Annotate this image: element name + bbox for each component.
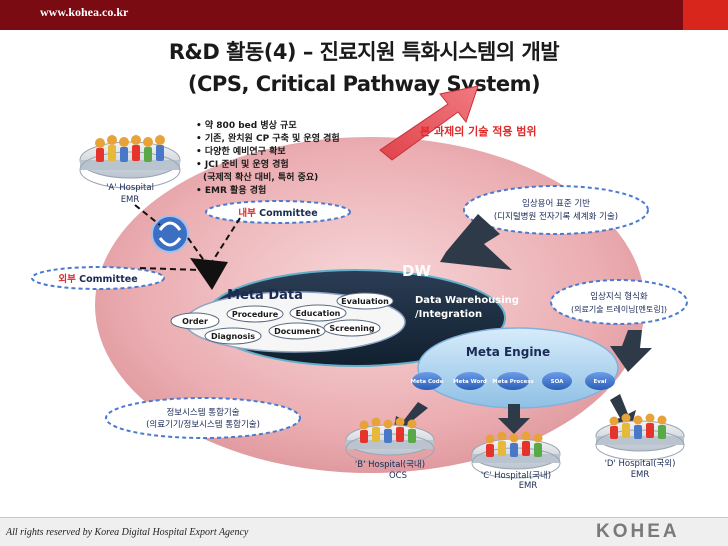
- dw-title: DW: [402, 262, 431, 280]
- meta-item-order: Order: [182, 317, 208, 326]
- dw-line1: Data Warehousing: [415, 295, 519, 306]
- standard-box: 임상용어 표준 기반 (디지털병원 전자기록 세계화 기술): [463, 185, 649, 235]
- header-bar: www.kohea.co.kr: [0, 0, 728, 30]
- footer: All rights reserved by Korea Digital Hos…: [0, 517, 728, 546]
- merge-arrow-head: [190, 258, 228, 290]
- hospital-c-name: 'C' Hospital(국내): [481, 471, 551, 481]
- hospital-b[interactable]: 'B' Hospital(국내) OCS: [345, 417, 435, 482]
- engine-item-meta-word: Meta Word: [453, 379, 487, 385]
- standard-arrow: [440, 214, 512, 270]
- dw-line2: /Integration: [415, 309, 482, 320]
- features-list: • 약 800 bed 병상 규모 • 기존, 완치원 CP 구축 및 운영 경…: [196, 119, 340, 196]
- clinical-line2: (의료기술 트레이닝[멘토링]): [571, 304, 667, 314]
- people-icon: [485, 431, 543, 457]
- meta-data: Meta Data Evaluation Procedure Education…: [170, 288, 406, 353]
- hospital-c-sys: EMR: [519, 481, 538, 491]
- feature-item: • 다양한 예비연구 확보: [196, 145, 286, 157]
- internal-prefix: 내부: [238, 207, 256, 219]
- slide-title: R&D 활동(4) – 진료지원 특화시스템의 개발: [168, 40, 560, 64]
- feature-item: (국제적 확산 대비, 특허 중요): [203, 171, 318, 183]
- external-suffix: Committee: [76, 274, 138, 285]
- hospital-d-sys: EMR: [631, 470, 650, 480]
- meta-engine-title: Meta Engine: [466, 345, 550, 359]
- internal-committee: 내부 Committee: [205, 200, 351, 224]
- svg-text:내부 Committee: 내부 Committee: [238, 207, 317, 219]
- info-tech-line1: 정보시스템 통합기술: [166, 407, 239, 418]
- hospital-a-name: 'A' Hospital: [106, 183, 154, 193]
- standard-line1: 임상용어 표준 기반: [522, 198, 590, 209]
- external-prefix: 외부: [58, 273, 76, 285]
- meta-item-education: Education: [296, 309, 341, 318]
- people-icon: [359, 417, 417, 443]
- clinical-box: 임상지식 형식화 (의료기술 트레이닝[멘토링]): [550, 279, 688, 325]
- scope-label: 본 과제의 기술 적용 범위: [420, 124, 537, 138]
- hospital-d[interactable]: 'D' Hospital(국외) EMR: [595, 413, 685, 481]
- scope-arrow: [379, 85, 479, 161]
- external-committee: 외부 Committee: [31, 266, 165, 290]
- hospital-d-name: 'D' Hospital(국외): [605, 458, 676, 469]
- info-tech-line2: (의료기기/정보시스템 통합기술): [146, 419, 260, 430]
- feature-item: • 약 800 bed 병상 규모: [196, 119, 297, 131]
- slide-subtitle: (CPS, Critical Pathway System): [187, 72, 541, 96]
- people-icon: [95, 135, 165, 162]
- kohea-logo: KOHEA: [596, 521, 680, 542]
- meta-engine: Meta Engine Meta Code Meta Word Meta Pro…: [411, 327, 619, 409]
- engine-item-meta-code: Meta Code: [411, 379, 444, 385]
- hospital-b-sys: OCS: [389, 471, 407, 481]
- clinical-line1: 임상지식 형식화: [590, 291, 648, 302]
- network-icon: [151, 215, 189, 253]
- feature-item: • 기존, 완치원 CP 구축 및 운영 경험: [196, 132, 340, 144]
- svg-text:외부 Committee: 외부 Committee: [58, 273, 137, 285]
- header-accent: [683, 0, 728, 30]
- clinical-arrow: [610, 330, 652, 372]
- meta-item-procedure: Procedure: [232, 310, 279, 319]
- meta-item-diagnosis: Diagnosis: [211, 332, 255, 341]
- feature-item: • JCI 준비 및 운영 경험: [196, 158, 289, 170]
- hospital-b-name: 'B' Hospital(국내): [355, 460, 425, 470]
- standard-line2: (디지털병원 전자기록 세계화 기술): [494, 211, 618, 222]
- meta-data-title: Meta Data: [227, 288, 303, 303]
- flow-arrows: [134, 204, 241, 271]
- site-url[interactable]: www.kohea.co.kr: [40, 5, 129, 19]
- hospital-c[interactable]: 'C' Hospital(국내) EMR: [471, 431, 561, 492]
- copyright-text: All rights reserved by Korea Digital Hos…: [6, 527, 249, 538]
- engine-item-soa: SOA: [551, 379, 564, 385]
- hospital-a-sys: EMR: [121, 195, 140, 205]
- engine-item-eval: Eval: [594, 379, 607, 385]
- feature-item: • EMR 활용 경험: [196, 184, 266, 196]
- engine-item-meta-process: Meta Process: [492, 379, 534, 385]
- internal-suffix: Committee: [256, 208, 318, 219]
- hospital-a[interactable]: 'A' Hospital EMR: [79, 135, 181, 205]
- people-icon: [609, 413, 667, 439]
- meta-item-document: Document: [274, 327, 320, 336]
- info-tech-box: 정보시스템 통합기술 (의료기기/정보시스템 통합기술): [105, 397, 301, 439]
- meta-item-evaluation: Evaluation: [341, 297, 389, 306]
- meta-item-screening: Screening: [329, 324, 374, 333]
